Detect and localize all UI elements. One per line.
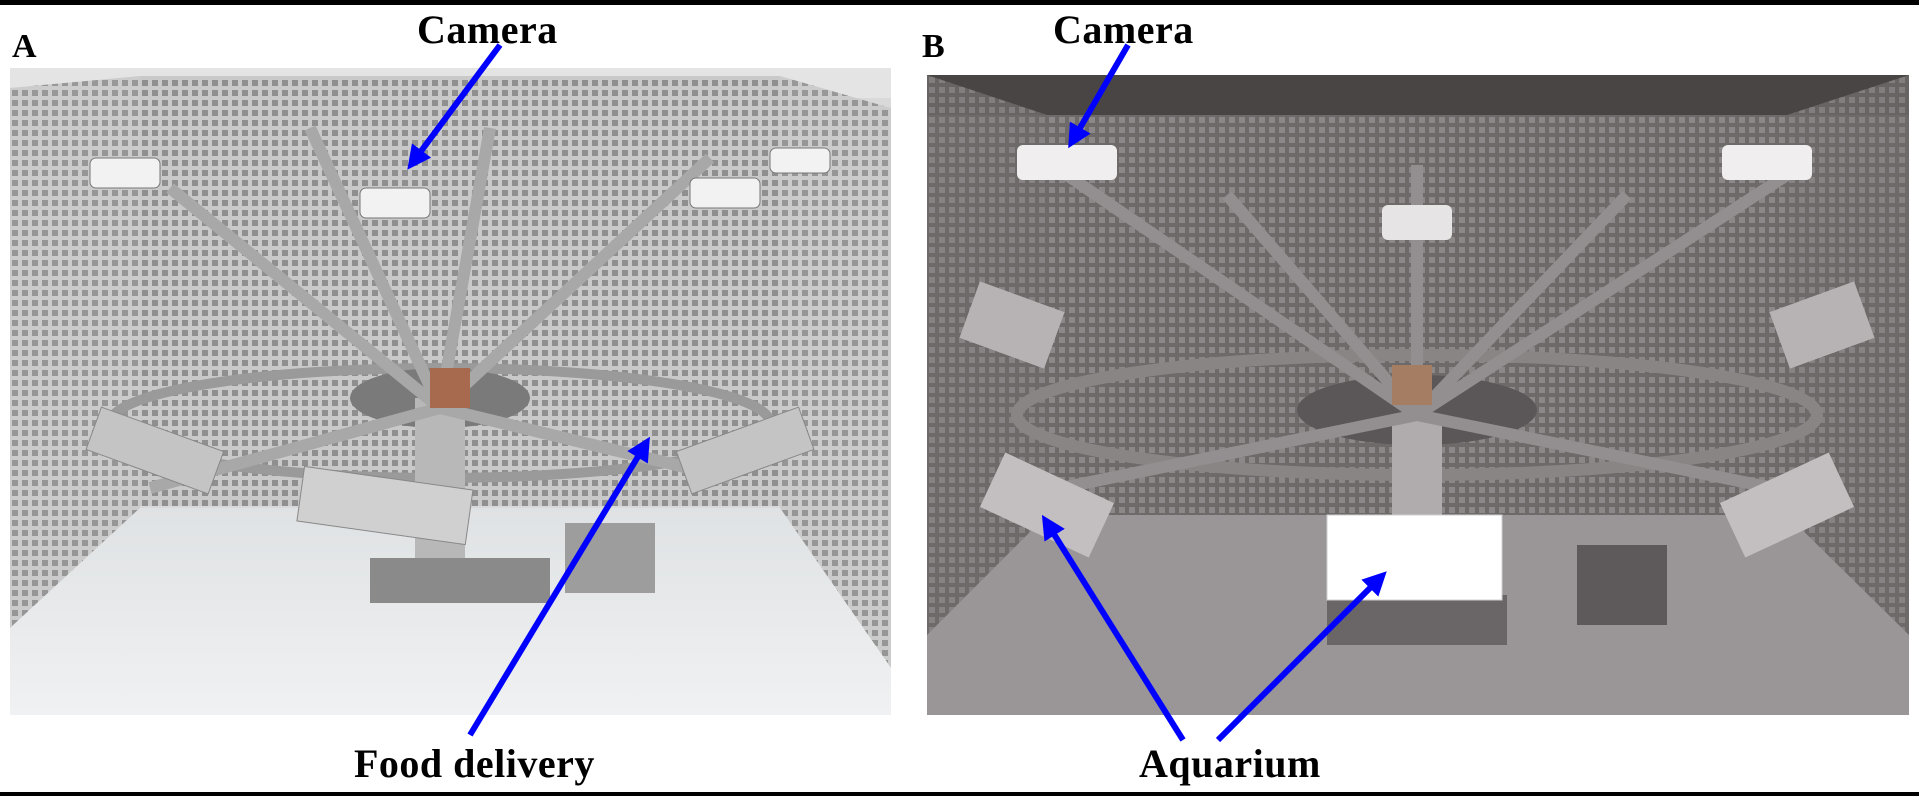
- panel-b-aquarium-label: Aquarium: [1139, 741, 1321, 786]
- panel-b-letter: B: [922, 28, 945, 65]
- panel-a-letter: A: [12, 28, 37, 65]
- panel-a-camera-label: Camera: [417, 7, 558, 52]
- panel-b-camera-label: Camera: [1053, 7, 1194, 52]
- panel-a-photo: [10, 68, 891, 715]
- bottom-border: [0, 792, 1919, 796]
- panel-b-photo: [927, 75, 1909, 715]
- panel-a-food-delivery-label: Food delivery: [354, 741, 595, 786]
- top-border: [0, 0, 1919, 5]
